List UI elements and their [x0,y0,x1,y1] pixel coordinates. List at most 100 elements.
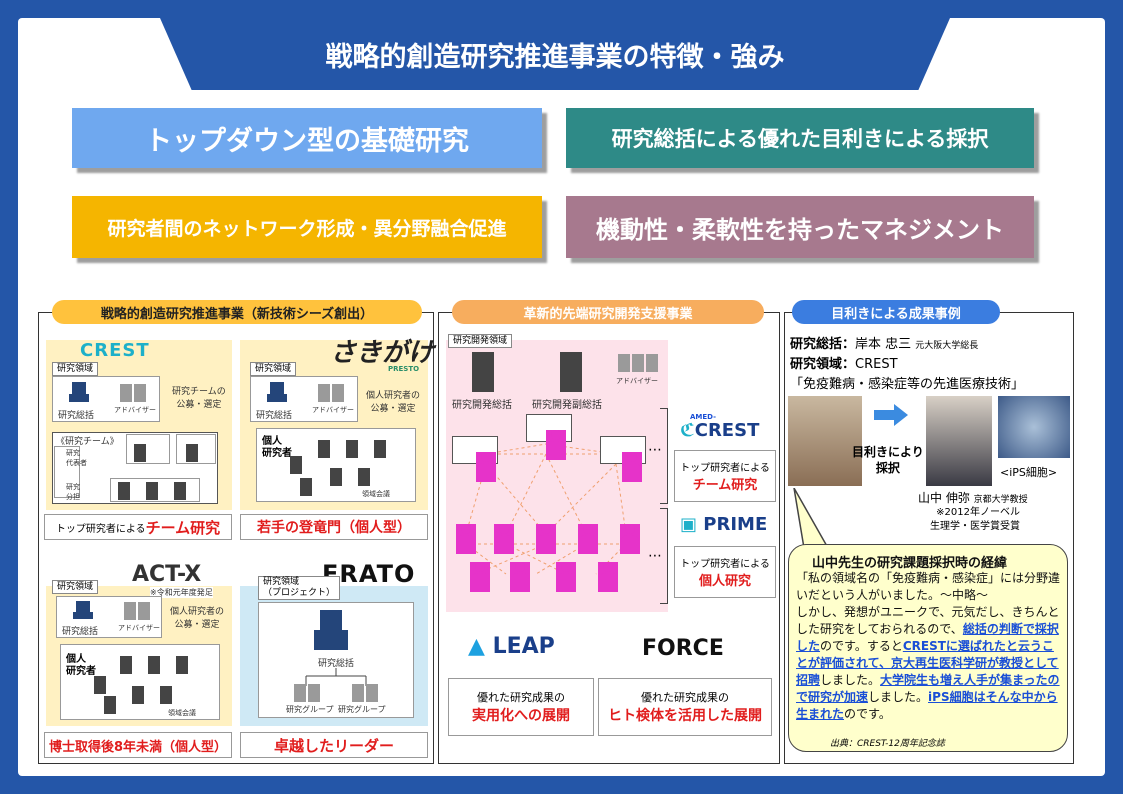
crest-adviser: アドバイザー [114,406,156,414]
leap-caption: 優れた研究成果の実用化への展開 [448,678,594,736]
erato-area-label: 研究領域 （プロジェクト） [258,576,341,600]
person-icon [174,482,186,500]
actx-researcher: 個人 研究者 [66,654,96,677]
person-icon [134,444,146,462]
source-note: 出典：CREST-12周年記念誌 [830,739,945,749]
director-icon [472,352,494,392]
presto-researcher: 個人 研究者 [262,436,292,459]
presto-logo: さきがけ [330,338,435,368]
person-icon [118,482,130,500]
researcher-icon [622,452,642,482]
ips-cell-image [998,396,1070,458]
middle-area-label: 研究開発領域 [448,334,513,348]
person-icon [176,656,188,674]
person-icon [352,684,364,702]
person-icon [366,684,378,702]
actx-since: ※令和元年度発足 [150,587,213,598]
adviser-icon [618,354,630,372]
actx-adviser-icon [138,602,150,620]
crest-adviser-icon [134,384,146,402]
case-line-area: 研究領域：CREST [790,357,898,372]
page-title: 戦略的創造研究推進事業の特徴・強み [325,41,785,73]
title-banner: 戦略的創造研究推進事業の特徴・強み [160,18,950,90]
ellipsis-icon: ⋯ [648,442,662,458]
crest-rep: 研究 代表者 [66,449,87,467]
person-icon [318,440,330,458]
erato-pi-icon [314,610,348,650]
selection-arrow-text: 目利きにより 採択 [852,445,924,475]
middle-pi: 研究開発総括 [452,400,512,411]
person-icon [160,686,172,704]
vice-director-icon [560,352,582,392]
researcher-icon [476,452,496,482]
presto-note: 個人研究者の 公募・選定 [366,391,421,414]
researcher-icon [536,524,556,554]
crest-note: 研究チームの 公募・選定 [172,387,226,410]
presto-area-label: 研究領域 [250,362,297,376]
researcher-icon [620,524,640,554]
amed-crest-sub: AMED- [690,413,717,421]
bubble-title: 山中先生の研究課題採択時の経緯 [812,556,1008,571]
crest-caption: トップ研究者によるチーム研究 [44,514,232,540]
adviser-icon [632,354,644,372]
crest-pi-icon [69,382,89,402]
crest-rep-box [54,446,80,498]
quote-bubble [788,544,1068,752]
adviser-icon [646,354,658,372]
actx-logo: ACT-X [132,562,202,587]
nobel-note: ※2012年ノーベル 生理学・医学賞受賞 [930,507,1020,532]
prime-caption: トップ研究者による個人研究 [674,546,776,598]
person-icon [148,656,160,674]
force-caption: 優れた研究成果のヒト検体を活用した展開 [598,678,772,736]
case-project: 「免疫難病・感染症等の先進医療技術」 [790,377,1025,392]
person-icon [132,686,144,704]
person-icon [120,656,132,674]
researcher-icon [598,562,618,592]
actx-meeting: 領域会議 [168,709,196,717]
middle-panel-header: 革新的先端研究開発支援事業 [452,300,764,324]
bubble-tail [784,487,834,549]
researcher-icon [578,524,598,554]
presto-adviser: アドバイザー [312,406,354,414]
actx-net-box [60,644,220,720]
crest-team-label: 《研究チーム》 [56,437,119,447]
presto-adviser-icon [332,384,344,402]
person-icon [186,444,198,462]
actx-adviser: アドバイザー [118,624,160,632]
researcher-icon [494,524,514,554]
researcher-icon [470,562,490,592]
feature-management: 機動性・柔軟性を持ったマネジメント [566,196,1034,258]
crest-team-caption: トップ研究者によるチーム研究 [674,450,776,502]
person-icon [94,676,106,694]
actx-pi: 研究総括 [62,627,99,637]
bracket [660,408,668,504]
arrow-right-icon [874,404,908,426]
presto-pi: 研究総括 [256,411,293,421]
person-icon [300,478,312,496]
force-logo: FORCE [642,636,724,661]
bubble-body: 「私の領域名の「免疫難病・感染症」には分野違いだという人がいました。～中略～ し… [796,571,1061,721]
crest-logo: CREST [80,340,150,361]
middle-adviser: アドバイザー [616,377,658,385]
person-icon [290,456,302,474]
amed-crest-logo: ℭCREST [680,420,760,441]
person-icon [104,696,116,714]
feature-topdown: トップダウン型の基礎研究 [72,108,542,168]
prime-logo: ▣ PRIME [680,514,768,535]
researcher-icon [556,562,576,592]
person-icon [346,440,358,458]
yamanaka-name: 山中 伸弥 京都大学教授 [918,491,1028,505]
person-icon [358,468,370,486]
person-icon [308,684,320,702]
erato-pi: 研究総括 [318,659,355,669]
person-icon [146,482,158,500]
crest-sub-box [126,434,170,464]
yamanaka-photo [926,396,992,486]
middle-vice: 研究開発副総括 [532,400,602,411]
ips-label: <iPS細胞> [1000,466,1058,479]
kishimoto-photo [788,396,862,486]
erato-caption: 卓越したリーダー [240,732,428,758]
presto-logo-sub: PRESTO [388,365,420,373]
researcher-icon [510,562,530,592]
actx-pi-icon [73,601,93,619]
